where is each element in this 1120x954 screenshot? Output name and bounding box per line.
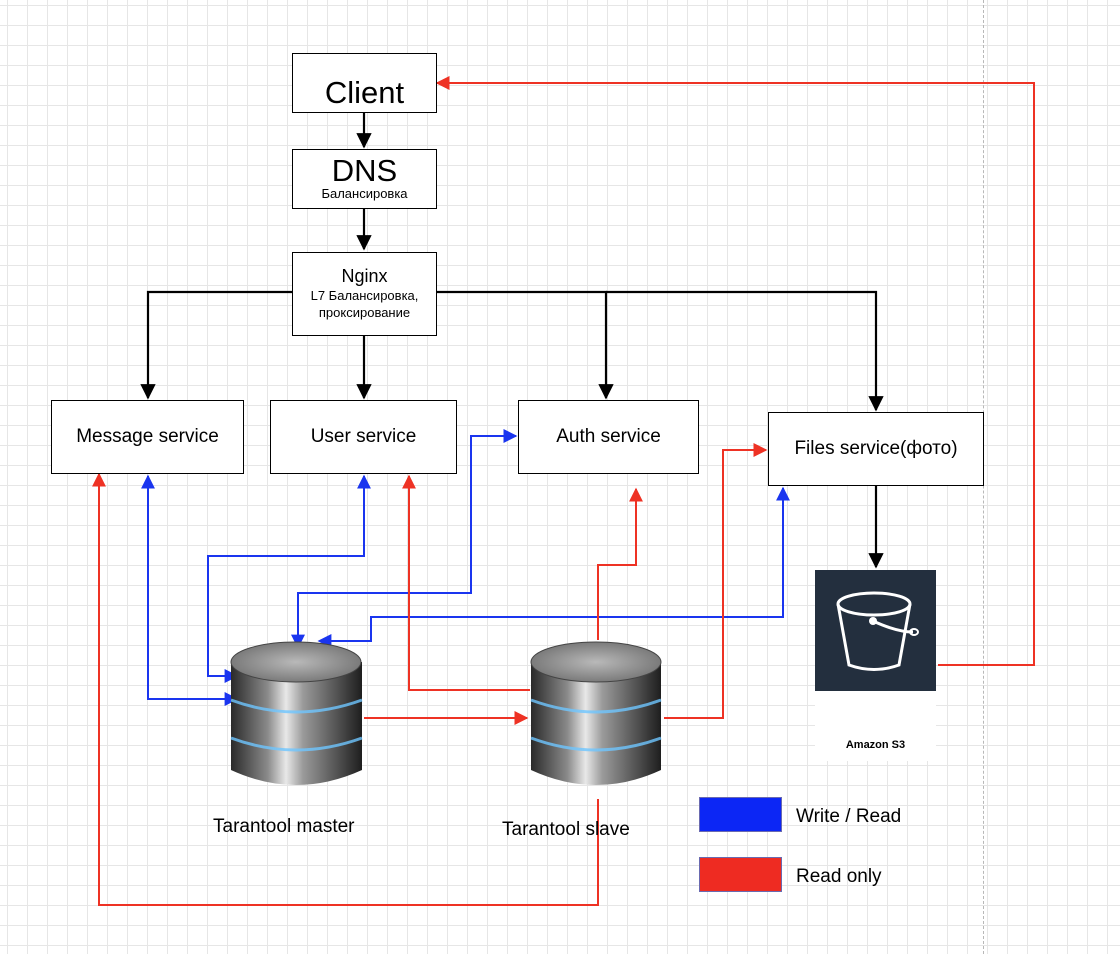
tarantool-slave-label: Tarantool slave <box>502 819 630 840</box>
bucket-icon <box>836 591 919 671</box>
tarantool-master-label: Tarantool master <box>213 816 355 837</box>
amazon-s3-tile <box>815 570 936 691</box>
amazon-s3-label: Amazon S3 <box>845 739 906 751</box>
auth-service-label: Auth service <box>556 426 661 447</box>
arrow-slave-message <box>92 472 599 906</box>
files-service-box: Files service(фото) <box>768 412 984 486</box>
amazon-s3-caption: Amazon S3 <box>815 691 936 761</box>
client-box: Client <box>292 53 437 113</box>
arrow-master-files <box>317 486 790 648</box>
arrow-nginx-message <box>140 290 292 400</box>
arrow-master-message <box>141 474 239 706</box>
tarantool-master-db-icon <box>230 641 363 785</box>
arrow-slave-files <box>664 443 768 719</box>
dns-box: DNS Балансировка <box>292 149 437 209</box>
auth-service-box: Auth service <box>518 400 699 474</box>
tarantool-slave-db-icon <box>530 641 662 785</box>
nginx-sublabel-2: проксирование <box>318 304 411 320</box>
message-service-box: Message service <box>51 400 244 474</box>
arrow-slave-auth <box>597 487 643 640</box>
dns-sublabel: Балансировка <box>321 186 408 202</box>
arrow-nginx-auth <box>437 290 614 400</box>
legend-read-only-label: Read only <box>796 866 882 887</box>
arrow-nginx-files <box>606 290 884 412</box>
client-label: Client <box>324 74 405 110</box>
dns-label: DNS <box>331 153 398 189</box>
legend-read-only-swatch <box>699 857 782 892</box>
nginx-label: Nginx <box>341 266 388 287</box>
nginx-sublabel-1: L7 Балансировка, <box>310 287 419 303</box>
user-service-label: User service <box>310 426 417 447</box>
files-service-label: Files service(фото) <box>794 438 958 459</box>
message-service-label: Message service <box>76 426 219 447</box>
legend-write-read-label: Write / Read <box>796 806 902 827</box>
arrow-slave-user <box>402 474 530 691</box>
arrow-s3-client <box>435 76 1035 666</box>
user-service-box: User service <box>270 400 457 474</box>
legend-write-read-swatch <box>699 797 782 832</box>
nginx-box: Nginx L7 Балансировка, проксирование <box>292 252 437 336</box>
